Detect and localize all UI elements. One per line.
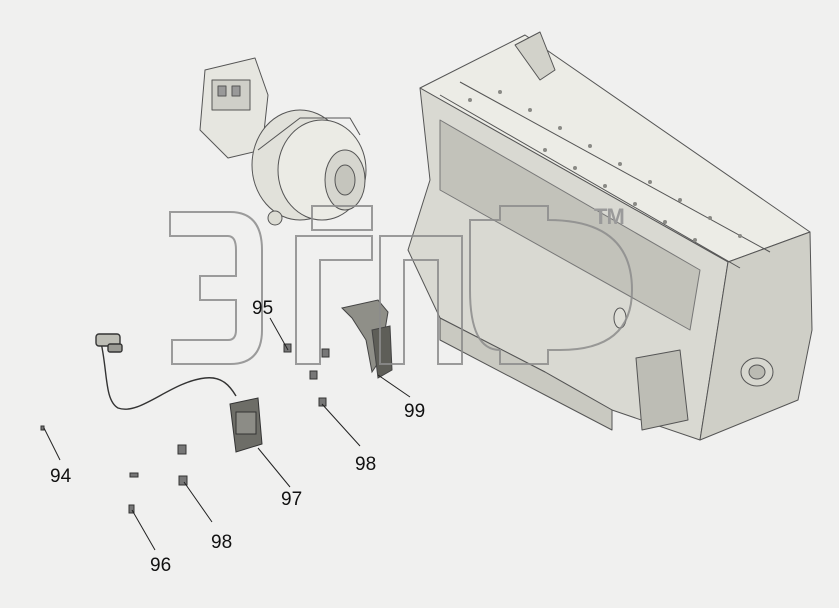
callout-98-lower: 98 (211, 532, 233, 553)
callout-95: 95 (252, 298, 274, 319)
module-part (229, 397, 263, 453)
callout-96: 96 (150, 555, 172, 576)
callout-98-upper: 98 (355, 454, 377, 475)
watermark-logo (169, 205, 634, 365)
callout-94: 94 (50, 466, 72, 487)
turbocharger (199, 57, 367, 226)
engine-block (407, 31, 813, 441)
leader-lines (43, 317, 411, 551)
callout-97: 97 (281, 489, 303, 510)
callout-99: 99 (404, 401, 426, 422)
fasteners (40, 343, 330, 514)
sensor-with-cable (95, 333, 237, 410)
trademark-mark: TM (594, 204, 625, 229)
bracket-part (341, 299, 393, 379)
